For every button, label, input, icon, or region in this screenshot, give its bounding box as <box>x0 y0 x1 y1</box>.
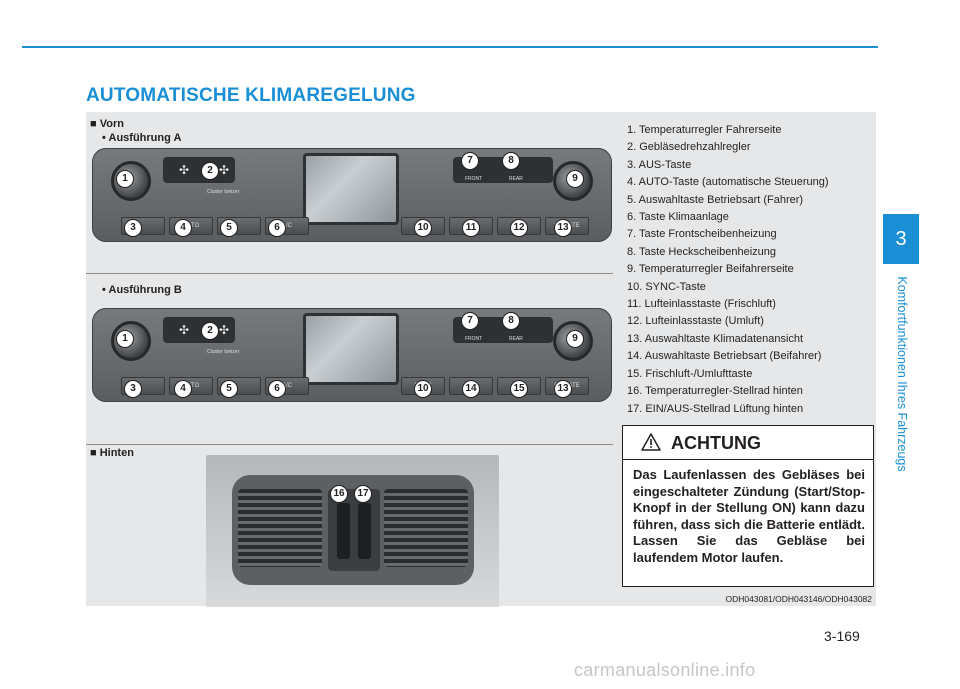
callout-marker: 6 <box>268 380 286 398</box>
rear-vent-right <box>384 489 468 567</box>
list-item: 5. Auswahltaste Betriebsart (Fahrer) <box>627 193 804 206</box>
callout-marker: 10 <box>414 380 432 398</box>
callout-marker: 16 <box>330 485 348 503</box>
list-item: 12. Lufteinlasstaste (Umluft) <box>627 315 764 328</box>
watermark: carmanualsonline.info <box>574 660 756 680</box>
callout-marker: 1 <box>116 170 134 188</box>
caution-title: ACHTUNG <box>671 433 761 453</box>
callout-marker: 14 <box>462 380 480 398</box>
callout-marker: 11 <box>462 219 480 237</box>
fan-icon: ✣ <box>219 163 230 177</box>
callout-marker: 9 <box>566 330 584 348</box>
callout-marker: 8 <box>502 152 520 170</box>
list-item: 11. Lufteinlasstaste (Frischluft) <box>627 298 776 311</box>
fan-control <box>163 317 235 343</box>
list-item: 17. EIN/AUS-Stellrad Lüftung hinten <box>627 402 804 415</box>
rear-vent-housing <box>232 475 474 585</box>
callout-marker: 3 <box>124 380 142 398</box>
chapter-tab: 3 <box>883 214 919 264</box>
callout-marker: 3 <box>124 219 142 237</box>
callout-marker: 5 <box>220 219 238 237</box>
list-item: 4. AUTO-Taste (automatische Steuerung) <box>627 176 829 189</box>
callout-marker: 15 <box>510 380 528 398</box>
callout-marker: 7 <box>461 152 479 170</box>
list-item: 6. Taste Klimaanlage <box>627 211 729 224</box>
callout-marker: 7 <box>461 312 479 330</box>
callout-marker: 8 <box>502 312 520 330</box>
list-item: 9. Temperaturregler Beifahrerseite <box>627 263 794 276</box>
callout-marker: 5 <box>220 380 238 398</box>
rear-label-small: REAR <box>509 176 523 182</box>
figure-caption: ODH043081/ODH043146/ODH043082 <box>725 594 872 604</box>
legend-list: 1. Temperaturregler Fahrerseite 2. Geblä… <box>627 122 872 418</box>
header-rule <box>22 46 878 48</box>
clock-display <box>303 153 399 225</box>
callout-marker: 10 <box>414 219 432 237</box>
temp-knob-driver <box>111 321 151 361</box>
clock-display <box>303 313 399 385</box>
figure-front-variant-a: ■ Vorn • Ausführung A ✣ ✣ FRONT REAR Clu… <box>86 112 613 273</box>
list-item: 13. Auswahltaste Klimadatenansicht <box>627 332 804 345</box>
list-item: 8. Taste Heckscheibenheizung <box>627 245 777 258</box>
fan-icon: ✣ <box>179 163 190 177</box>
front-label-small: FRONT <box>465 336 483 342</box>
callout-marker: 13 <box>554 380 572 398</box>
rear-control-unit <box>328 489 380 571</box>
fan-control <box>163 157 235 183</box>
page-title: AUTOMATISCHE KLIMAREGELUNG <box>86 85 416 106</box>
caution-box: ACHTUNG Das Laufenlassen des Gebläses be… <box>622 425 874 587</box>
list-item: 10. SYNC-Taste <box>627 280 706 293</box>
list-item: 14. Auswahltaste Betriebsart (Beifahrer) <box>627 350 822 363</box>
list-item: 7. Taste Frontscheibenheizung <box>627 228 777 241</box>
warning-triangle-icon <box>641 433 661 451</box>
list-item: 15. Frischluft-/Umlufttaste <box>627 367 753 380</box>
control-panel-b: ✣ ✣ FRONT REAR Cluster Ionizer AUTO A/C … <box>92 308 612 402</box>
rear-vent-left <box>238 489 322 567</box>
callout-marker: 4 <box>174 219 192 237</box>
figure-front-variant-b: • Ausführung B ✣ ✣ FRONT REAR Cluster Io… <box>86 273 613 444</box>
front-label-small: FRONT <box>465 176 483 182</box>
page-number: 3-169 <box>824 628 860 644</box>
list-item: 3. AUS-Taste <box>627 158 692 171</box>
callout-marker: 4 <box>174 380 192 398</box>
cluster-ionizer-label: Cluster Ionizer <box>207 189 240 195</box>
callout-marker: 13 <box>554 219 572 237</box>
caution-header: ACHTUNG <box>623 426 873 460</box>
callout-marker: 17 <box>354 485 372 503</box>
callout-marker: 12 <box>510 219 528 237</box>
variant-b-label: • Ausführung B <box>102 284 182 296</box>
list-item: 2. Gebläsedrehzahlregler <box>627 141 751 154</box>
caution-text: Das Laufenlassen des Gebläses bei einges… <box>633 467 865 565</box>
rear-fan-dial[interactable] <box>358 503 371 559</box>
callout-marker: 2 <box>201 322 219 340</box>
list-item: 16. Temperaturregler-Stellrad hinten <box>627 385 803 398</box>
rear-label: ■ Hinten <box>90 447 134 459</box>
fan-icon: ✣ <box>179 323 190 337</box>
callout-marker: 2 <box>201 162 219 180</box>
content-area: ■ Vorn • Ausführung A ✣ ✣ FRONT REAR Clu… <box>86 112 876 607</box>
callout-marker: 6 <box>268 219 286 237</box>
front-label: ■ Vorn <box>90 118 124 130</box>
chapter-title: Komfortfunktionen Ihres Fahrzeugs <box>895 276 909 472</box>
variant-a-label: • Ausführung A <box>102 132 182 144</box>
list-item: 1. Temperaturregler Fahrerseite <box>627 124 782 136</box>
rear-temp-dial[interactable] <box>337 503 350 559</box>
fan-icon: ✣ <box>219 323 230 337</box>
control-panel-a: ✣ ✣ FRONT REAR Cluster Ionizer AUTO A/C … <box>92 148 612 242</box>
callout-marker: 9 <box>566 170 584 188</box>
rear-console <box>206 455 499 607</box>
callout-marker: 1 <box>116 330 134 348</box>
rear-label-small: REAR <box>509 336 523 342</box>
cluster-ionizer-label: Cluster Ionizer <box>207 349 240 355</box>
figure-rear: ■ Hinten 16 17 <box>86 444 613 607</box>
